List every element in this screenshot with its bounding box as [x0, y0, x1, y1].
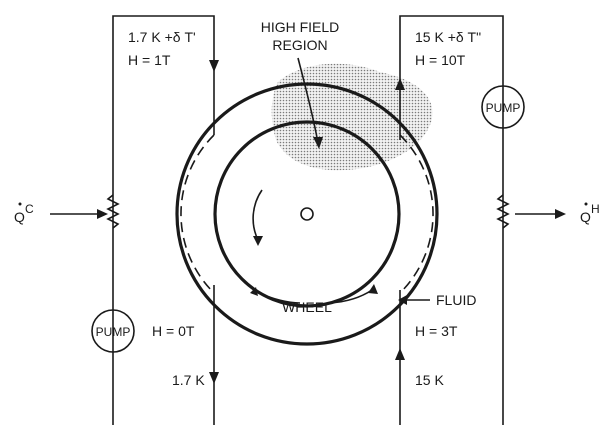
rotation-arc-left — [252, 189, 263, 241]
high-field-label-line1: HIGH FIELD — [261, 19, 340, 35]
h-three-label: H = 3T — [415, 323, 458, 339]
pump-left-label: PUMP — [96, 325, 131, 339]
right-heat-exchanger-icon — [496, 194, 510, 229]
bottom-left-temp-label: 1.7 K — [172, 372, 205, 388]
axle-icon — [300, 207, 314, 221]
top-left-temp-label: 1.7 K +δ T' — [128, 29, 196, 45]
wheel-circle — [213, 120, 401, 308]
outer-housing-circle — [175, 82, 439, 346]
fluid-channel-left — [180, 134, 215, 294]
left-heat-exchanger-icon — [106, 194, 120, 229]
bottom-right-temp-label: 15 K — [415, 372, 444, 388]
wheel-label: WHEEL — [282, 299, 332, 315]
flow-arrow-down-icon — [209, 372, 219, 384]
rotation-arc-bottom-left — [255, 291, 301, 304]
flow-arrow-down-icon — [209, 60, 219, 72]
top-right-field-label: H = 10T — [415, 52, 466, 68]
flow-arrow-up-icon — [395, 78, 405, 90]
q-cold-symbol: Q — [14, 209, 25, 225]
pointer-arrow-icon — [313, 137, 323, 149]
rotation-arrow-icon — [253, 236, 263, 246]
heat-in-arrow-icon — [97, 209, 108, 219]
heat-out-arrow-icon — [555, 209, 566, 219]
q-hot-superscript: H — [591, 202, 600, 216]
heat-input-label: Q C — [14, 202, 34, 225]
q-cold-superscript: C — [25, 202, 34, 216]
rotation-arrow-icon — [368, 284, 378, 294]
h-zero-label: H = 0T — [152, 323, 195, 339]
q-cold-dot-icon — [18, 202, 22, 206]
top-left-field-label: H = 1T — [128, 52, 171, 68]
fluid-label: FLUID — [436, 292, 476, 308]
right-fluid-loop — [395, 15, 504, 425]
pump-right-icon — [481, 85, 525, 129]
pump-left-icon — [91, 309, 135, 353]
q-hot-dot-icon — [584, 202, 588, 206]
pump-right-label: PUMP — [486, 101, 521, 115]
q-hot-symbol: Q — [580, 209, 591, 225]
left-fluid-loop — [112, 15, 219, 425]
high-field-label-line2: REGION — [272, 37, 327, 53]
fluid-channel-right — [399, 134, 434, 294]
rotation-arrow-icon — [250, 287, 258, 296]
flow-arrow-up-icon — [395, 348, 405, 360]
high-field-pointer — [297, 57, 319, 144]
high-field-region — [271, 63, 433, 171]
top-right-temp-label: 15 K +δ T" — [415, 29, 481, 45]
heat-output-label: Q H — [580, 202, 600, 225]
pointer-arrow-icon — [398, 295, 407, 305]
